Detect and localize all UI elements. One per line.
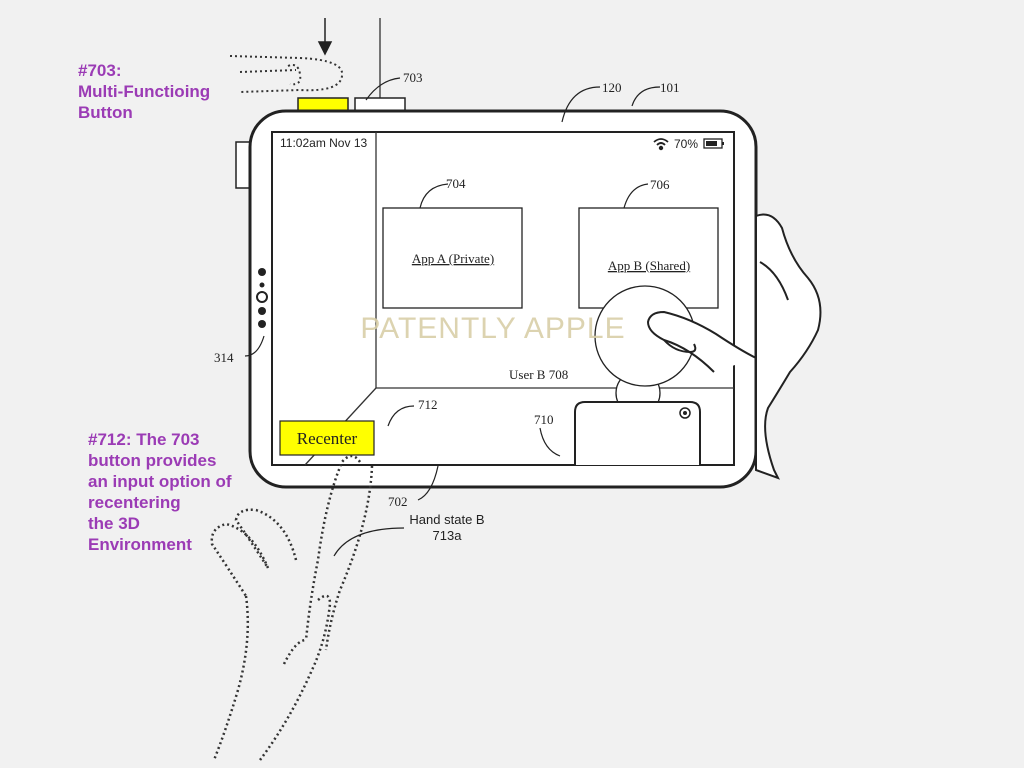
battery-icon xyxy=(703,138,724,149)
hand-state-line2: 713a xyxy=(433,528,463,543)
phone-device-710 xyxy=(574,401,701,465)
side-sensor-dots xyxy=(256,268,268,328)
ref-703: 703 xyxy=(403,70,423,85)
leader-lines xyxy=(244,77,661,557)
top-finger-outline xyxy=(229,55,344,93)
recenter-label: Recenter xyxy=(297,429,358,448)
ref-702: 702 xyxy=(388,494,408,509)
ref-704: 704 xyxy=(446,176,466,191)
status-battery-percent: 70% xyxy=(674,137,698,151)
watermark: PATENTLY APPLE xyxy=(360,312,625,345)
callout-712-line: button provides xyxy=(88,451,217,470)
right-hand-outline xyxy=(646,213,822,480)
ref-710: 710 xyxy=(534,412,554,427)
ref-712: 712 xyxy=(418,397,438,412)
app-a-window[interactable] xyxy=(382,207,523,309)
recenter-button[interactable] xyxy=(279,420,375,456)
callout-712-line: recentering xyxy=(88,493,181,512)
side-button xyxy=(235,141,251,189)
callout-712: #712: The 703 button provides an input o… xyxy=(88,429,232,555)
callout-703-line: Button xyxy=(78,103,133,122)
callout-712-line: Environment xyxy=(88,535,192,554)
hand-state-line1: Hand state B xyxy=(409,512,484,527)
callout-712-line: the 3D xyxy=(88,514,140,533)
callout-712-line: an input option of xyxy=(88,472,232,491)
wifi-icon xyxy=(653,138,669,151)
bottom-hand-outline xyxy=(210,454,374,761)
callout-712-line: #712: The 703 xyxy=(88,430,200,449)
callout-703-line: Multi-Functioing xyxy=(78,82,211,101)
ref-120: 120 xyxy=(602,80,622,95)
ref-706: 706 xyxy=(650,177,670,192)
status-time: 11:02am Nov 13 xyxy=(280,136,367,150)
user-b-label: User B 708 xyxy=(509,367,568,382)
callout-703: #703: Multi-Functioing Button xyxy=(78,60,210,123)
app-a-label: App A (Private) xyxy=(412,251,494,266)
app-b-label: App B (Shared) xyxy=(608,258,690,273)
ref-314: 314 xyxy=(214,350,234,365)
ref-101: 101 xyxy=(660,80,680,95)
callout-703-line: #703: xyxy=(78,61,122,80)
press-arrow-icon xyxy=(317,18,333,56)
